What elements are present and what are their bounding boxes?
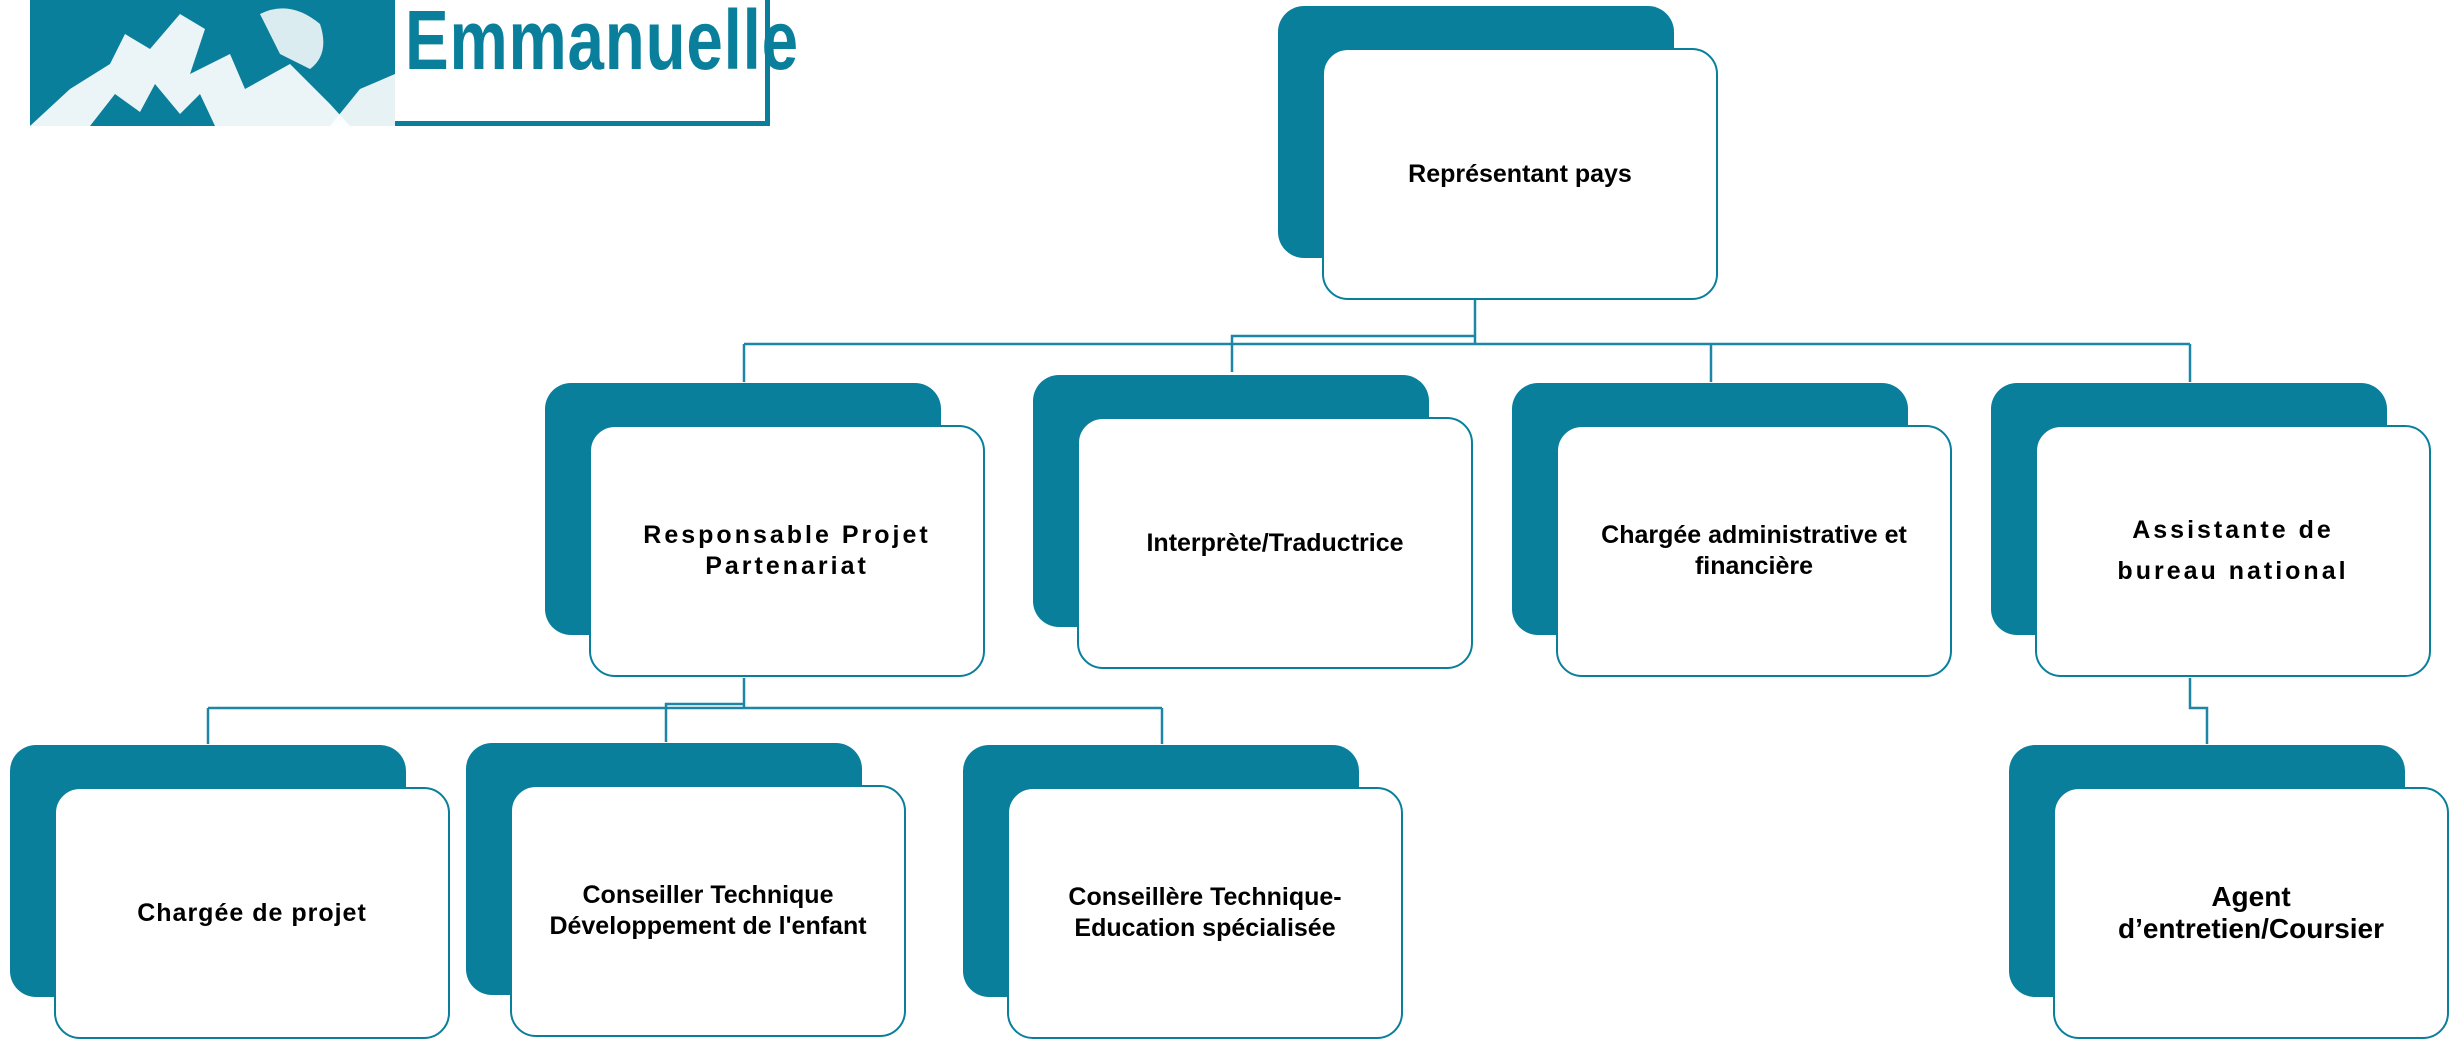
node-label: Agent d’entretien/Coursier	[2117, 881, 2385, 944]
node-box: Chargée administrative et financière	[1556, 425, 1952, 677]
node-box: Conseillère Technique- Education spécial…	[1007, 787, 1403, 1039]
node-box: Assistante de bureau national	[2035, 425, 2431, 677]
node-label: Assistante de bureau national	[2117, 516, 2349, 585]
logo: Emmanuelle	[0, 0, 798, 131]
node-box: Représentant pays	[1322, 48, 1718, 300]
logo-portrait-image	[30, 0, 395, 126]
node-box: Agent d’entretien/Coursier	[2053, 787, 2449, 1039]
node-label: Conseiller Technique Développement de l'…	[549, 881, 867, 940]
connector-to-interprete	[1230, 334, 1475, 372]
node-box: Interprète/Traductrice	[1077, 417, 1473, 669]
node-box: Conseiller Technique Développement de l'…	[510, 785, 906, 1037]
node-label: Représentant pays	[1408, 159, 1632, 188]
node-label: Responsable Projet Partenariat	[643, 521, 931, 580]
node-label: Interprète/Traductrice	[1146, 528, 1404, 557]
connector-to-conseiller	[664, 702, 744, 742]
node-label: Chargée de projet	[137, 898, 367, 927]
logo-wordmark: Emmanuelle	[405, 0, 799, 87]
connector-to-agent	[2188, 678, 2209, 744]
node-label: Chargée administrative et financière	[1601, 521, 1907, 580]
node-label: Conseillère Technique- Education spécial…	[1068, 883, 1342, 942]
node-box: Chargée de projet	[54, 787, 450, 1039]
node-box: Responsable Projet Partenariat	[589, 425, 985, 677]
